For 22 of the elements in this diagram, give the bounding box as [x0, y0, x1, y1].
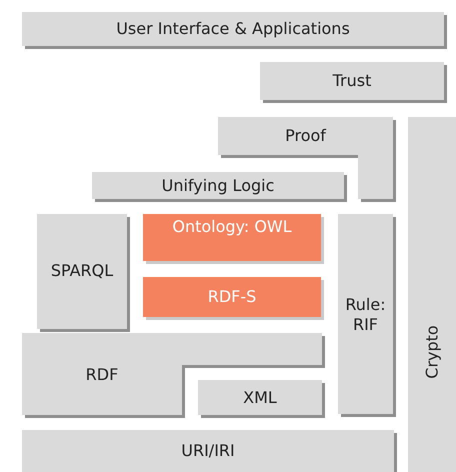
layer-box [92, 172, 344, 199]
layer-label: SPARQL [50, 261, 114, 281]
layer-label: User Interface & Applications [115, 19, 351, 39]
layer-box [260, 62, 444, 100]
layer-label: RDF [84, 365, 120, 385]
layer-label: URI/IRI [180, 441, 236, 461]
layer-label: Crypto [422, 325, 442, 379]
layer-label: RDF-S [206, 287, 258, 307]
layer-box [22, 430, 394, 472]
layer-box [143, 277, 321, 317]
layer-box [37, 214, 127, 329]
layer-box [338, 214, 393, 414]
layer-box [198, 380, 322, 415]
layer-label: Rule: RIF [344, 295, 387, 335]
layer-box [143, 214, 321, 261]
layer-label: XML [242, 388, 278, 408]
layer-label: Trust [332, 71, 372, 91]
layer-box [408, 117, 456, 472]
layer-label: Ontology: OWL [171, 217, 293, 237]
layer-label: Proof [284, 126, 328, 146]
layer-label: Unifying Logic [160, 176, 276, 196]
layer-box [22, 12, 444, 46]
